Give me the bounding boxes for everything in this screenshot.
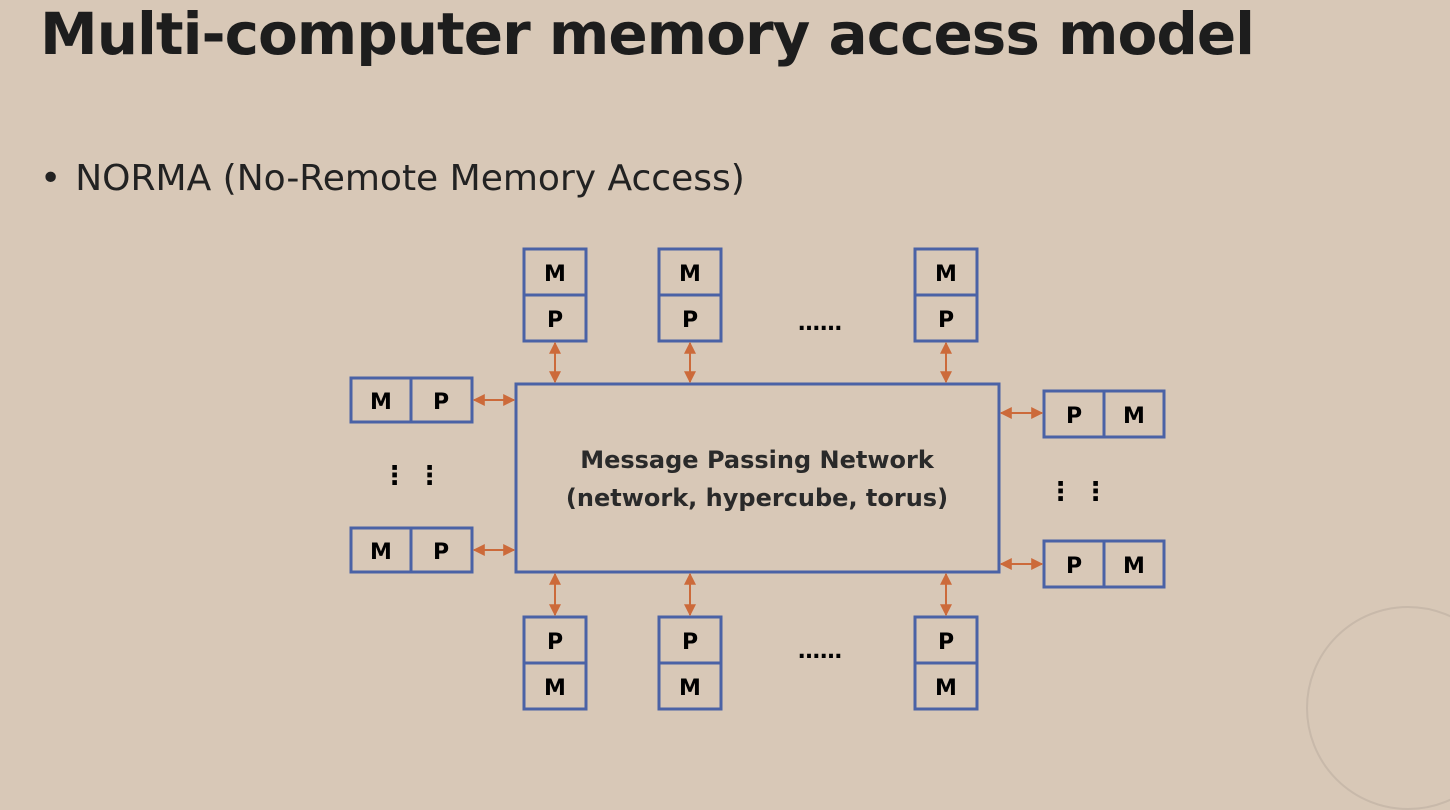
memory-label: M [544,262,566,287]
processor-label: P [547,308,563,333]
bullet-item: • NORMA (No-Remote Memory Access) [40,158,745,199]
top-node-2: M P [657,247,723,343]
top-node-1: M P [522,247,588,343]
bottom-ellipsis: …… [798,639,842,664]
memory-label: M [370,540,392,565]
processor-label: P [938,630,954,655]
right-vertical-ellipsis: ⋮ ⋮ [1047,477,1108,507]
network-box [514,382,1001,574]
processor-label: P [1066,404,1082,429]
processor-label: P [433,390,449,415]
bottom-node-2: P M [657,615,723,711]
processor-label: P [682,308,698,333]
bottom-node-1: P M [522,615,588,711]
left-node-1: M P [349,376,474,424]
processor-label: P [938,308,954,333]
bottom-node-3: P M [913,615,979,711]
processor-label: P [682,630,698,655]
memory-label: M [935,262,957,287]
top-ellipsis: …… [798,311,842,336]
bullet-text: NORMA (No-Remote Memory Access) [75,158,745,199]
memory-label: M [679,676,701,701]
network-label-line2: (network, hypercube, torus) [566,484,948,512]
memory-label: M [679,262,701,287]
right-node-2: P M [1042,539,1166,589]
norma-diagram: Message Passing Network (network, hyperc… [349,247,1166,711]
slide-title: Multi-computer memory access model [40,0,1255,68]
memory-label: M [370,390,392,415]
top-node-3: M P [913,247,979,343]
left-node-2: M P [349,526,474,574]
processor-label: P [547,630,563,655]
left-vertical-ellipsis: ⋮ ⋮ [381,461,442,491]
memory-label: M [935,676,957,701]
bullet-dot: • [40,158,62,199]
memory-label: M [1123,404,1145,429]
processor-label: P [1066,554,1082,579]
right-node-1: P M [1042,389,1166,439]
memory-label: M [544,676,566,701]
memory-label: M [1123,554,1145,579]
slide: Multi-computer memory access model • NORM… [40,0,1450,810]
processor-label: P [433,540,449,565]
network-label-line1: Message Passing Network [580,446,935,474]
